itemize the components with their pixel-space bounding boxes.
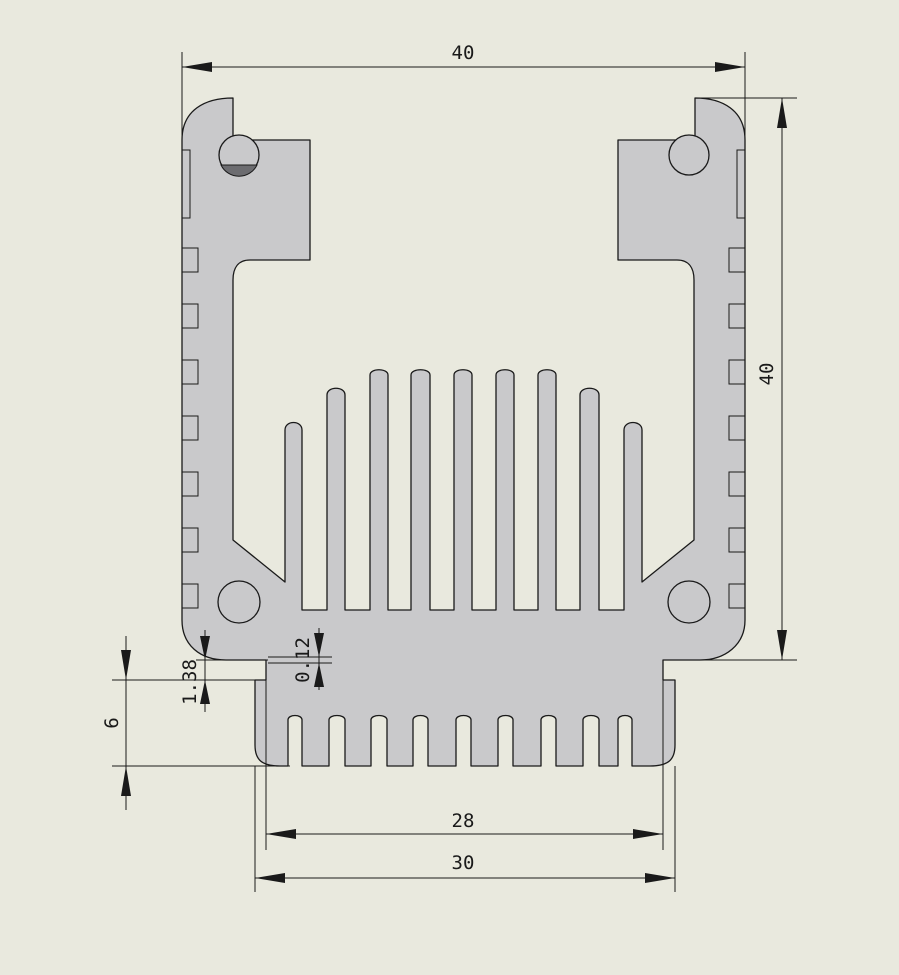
bottom-left-hole bbox=[217, 580, 261, 624]
dim-overall-width-label: 40 bbox=[452, 42, 475, 64]
dim-fin-height: 6 bbox=[101, 636, 290, 810]
dim-overall-height-label: 40 bbox=[756, 363, 778, 386]
dim-step-offset-label: 0.12 bbox=[292, 637, 314, 683]
right-wall-notches bbox=[728, 149, 745, 609]
dim-step-offset: 0.12 bbox=[268, 628, 332, 690]
top-left-hole bbox=[218, 134, 260, 177]
bottom-right-hole bbox=[667, 580, 711, 624]
dim-inner-width: 28 bbox=[265, 680, 664, 850]
dim-base-thickness: 1.38 bbox=[179, 630, 268, 712]
dim-bottom-width-label: 30 bbox=[452, 852, 475, 874]
dim-bottom-width: 30 bbox=[254, 766, 676, 892]
dim-base-thickness-label: 1.38 bbox=[179, 659, 201, 705]
dim-overall-width: 40 bbox=[181, 42, 746, 140]
left-wall-notches bbox=[182, 149, 199, 609]
dim-inner-width-label: 28 bbox=[452, 810, 475, 832]
heatsink-profile bbox=[181, 97, 746, 767]
dim-overall-height: 40 bbox=[700, 97, 797, 661]
top-right-hole bbox=[668, 134, 710, 176]
dim-fin-height-label: 6 bbox=[101, 717, 123, 728]
